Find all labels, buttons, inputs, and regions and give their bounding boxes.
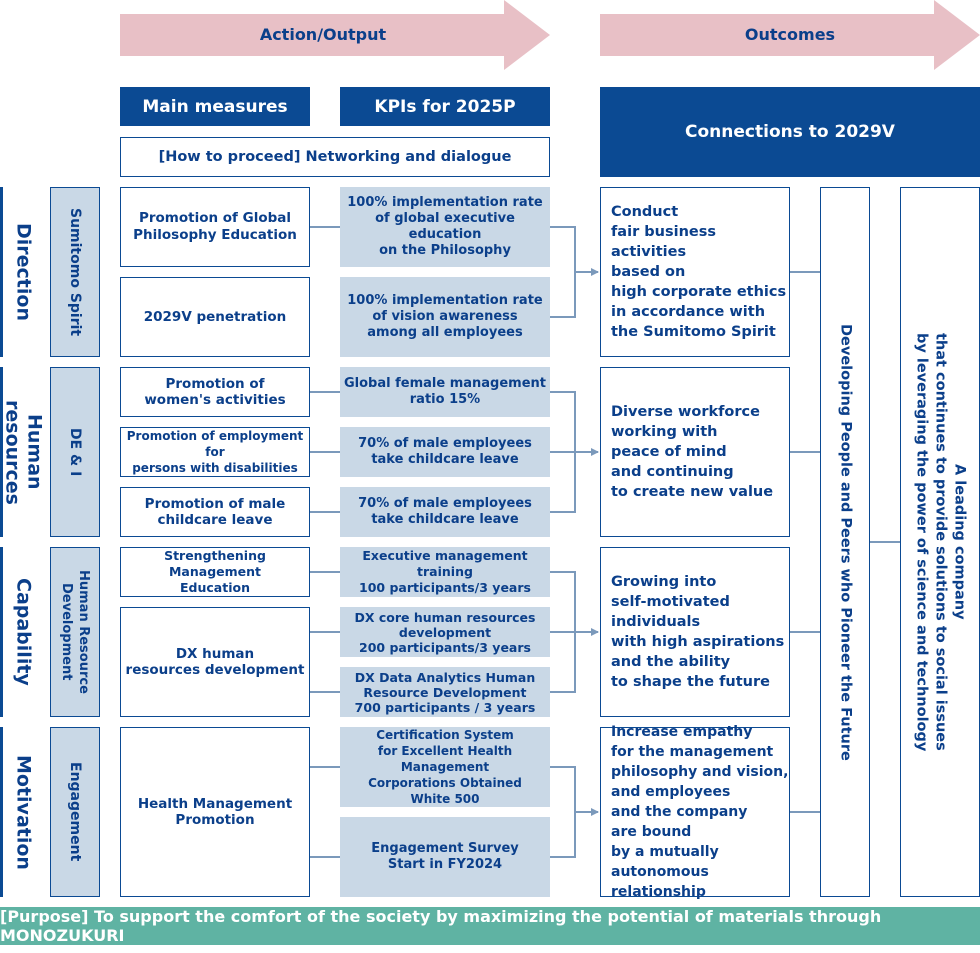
measure-vision-penetration: 2029V penetration xyxy=(120,277,310,357)
subcategory-engagement-label: Engagement xyxy=(67,762,83,862)
leading-company-box: A leading company that continues to prov… xyxy=(900,187,980,897)
leading-company-label: A leading company that continues to prov… xyxy=(913,332,968,752)
kpi-exec-training: Executive management training 100 partic… xyxy=(340,547,550,597)
subcategory-sumitomo-spirit-label: Sumitomo Spirit xyxy=(67,207,83,337)
category-human-resources: Human resources xyxy=(0,367,46,537)
outcomes-label: Outcomes xyxy=(744,25,836,44)
subcategory-hr-development: Human Resource Development xyxy=(50,547,100,717)
subcategory-hr-development-label: Human Resource Development xyxy=(59,570,91,694)
measure-womens-activities: Promotion of women's activities xyxy=(120,367,310,417)
measure-disabilities: Promotion of employment for persons with… xyxy=(120,427,310,477)
main-measures-header: Main measures xyxy=(120,87,310,126)
measure-global-philosophy: Promotion of Global Philosophy Education xyxy=(120,187,310,267)
kpi-dx-data: DX Data Analytics Human Resource Develop… xyxy=(340,667,550,717)
subcategory-de-i: DE & I xyxy=(50,367,100,537)
measure-health-management: Health Management Promotion xyxy=(120,727,310,897)
kpi-female-mgmt: Global female management ratio 15% xyxy=(340,367,550,417)
category-direction-label: Direction xyxy=(12,223,35,321)
category-motivation: Motivation xyxy=(0,727,44,897)
outcome-diverse-workforce: Diverse workforce working with peace of … xyxy=(600,367,790,537)
kpi-vision-awareness: 100% implementation rate of vision aware… xyxy=(340,277,550,357)
action-output-label: Action/Output xyxy=(259,25,387,44)
kpi-childcare-2: 70% of male employees take childcare lea… xyxy=(340,487,550,537)
measure-management-education: Strengthening Management Education xyxy=(120,547,310,597)
category-motivation-label: Motivation xyxy=(12,754,35,870)
subcategory-engagement: Engagement xyxy=(50,727,100,897)
kpi-dx-core: DX core human resources development 200 … xyxy=(340,607,550,657)
developing-people-label: Developing People and Peers who Pioneer … xyxy=(837,323,854,761)
kpi-certification: Certification System for Excellent Healt… xyxy=(340,727,550,807)
developing-people-box: Developing People and Peers who Pioneer … xyxy=(820,187,870,897)
category-capability: Capability xyxy=(0,547,44,717)
subcategory-de-i-label: DE & I xyxy=(67,427,83,477)
outcome-empathy: Increase empathy for the management phil… xyxy=(600,724,790,900)
kpi-childcare-1: 70% of male employees take childcare lea… xyxy=(340,427,550,477)
subcategory-sumitomo-spirit: Sumitomo Spirit xyxy=(50,187,100,357)
connections-header: Connections to 2029V xyxy=(600,87,980,177)
measure-male-childcare: Promotion of male childcare leave xyxy=(120,487,310,537)
kpis-header: KPIs for 2025P xyxy=(340,87,550,126)
outcome-self-motivated: Growing into self-motivated individuals … xyxy=(600,547,790,717)
how-to-proceed-box: [How to proceed] Networking and dialogue xyxy=(120,137,550,177)
category-direction: Direction xyxy=(0,187,44,357)
kpi-exec-philosophy: 100% implementation rate of global execu… xyxy=(340,187,550,267)
measure-dx-hr: DX human resources development xyxy=(120,607,310,717)
category-capability-label: Capability xyxy=(12,578,35,686)
outcome-fair-business: Conduct fair business activities based o… xyxy=(600,187,790,357)
category-human-resources-label: Human resources xyxy=(1,399,46,505)
kpi-engagement-survey: Engagement Survey Start in FY2024 xyxy=(340,817,550,897)
purpose-banner: [Purpose] To support the comfort of the … xyxy=(0,907,980,945)
